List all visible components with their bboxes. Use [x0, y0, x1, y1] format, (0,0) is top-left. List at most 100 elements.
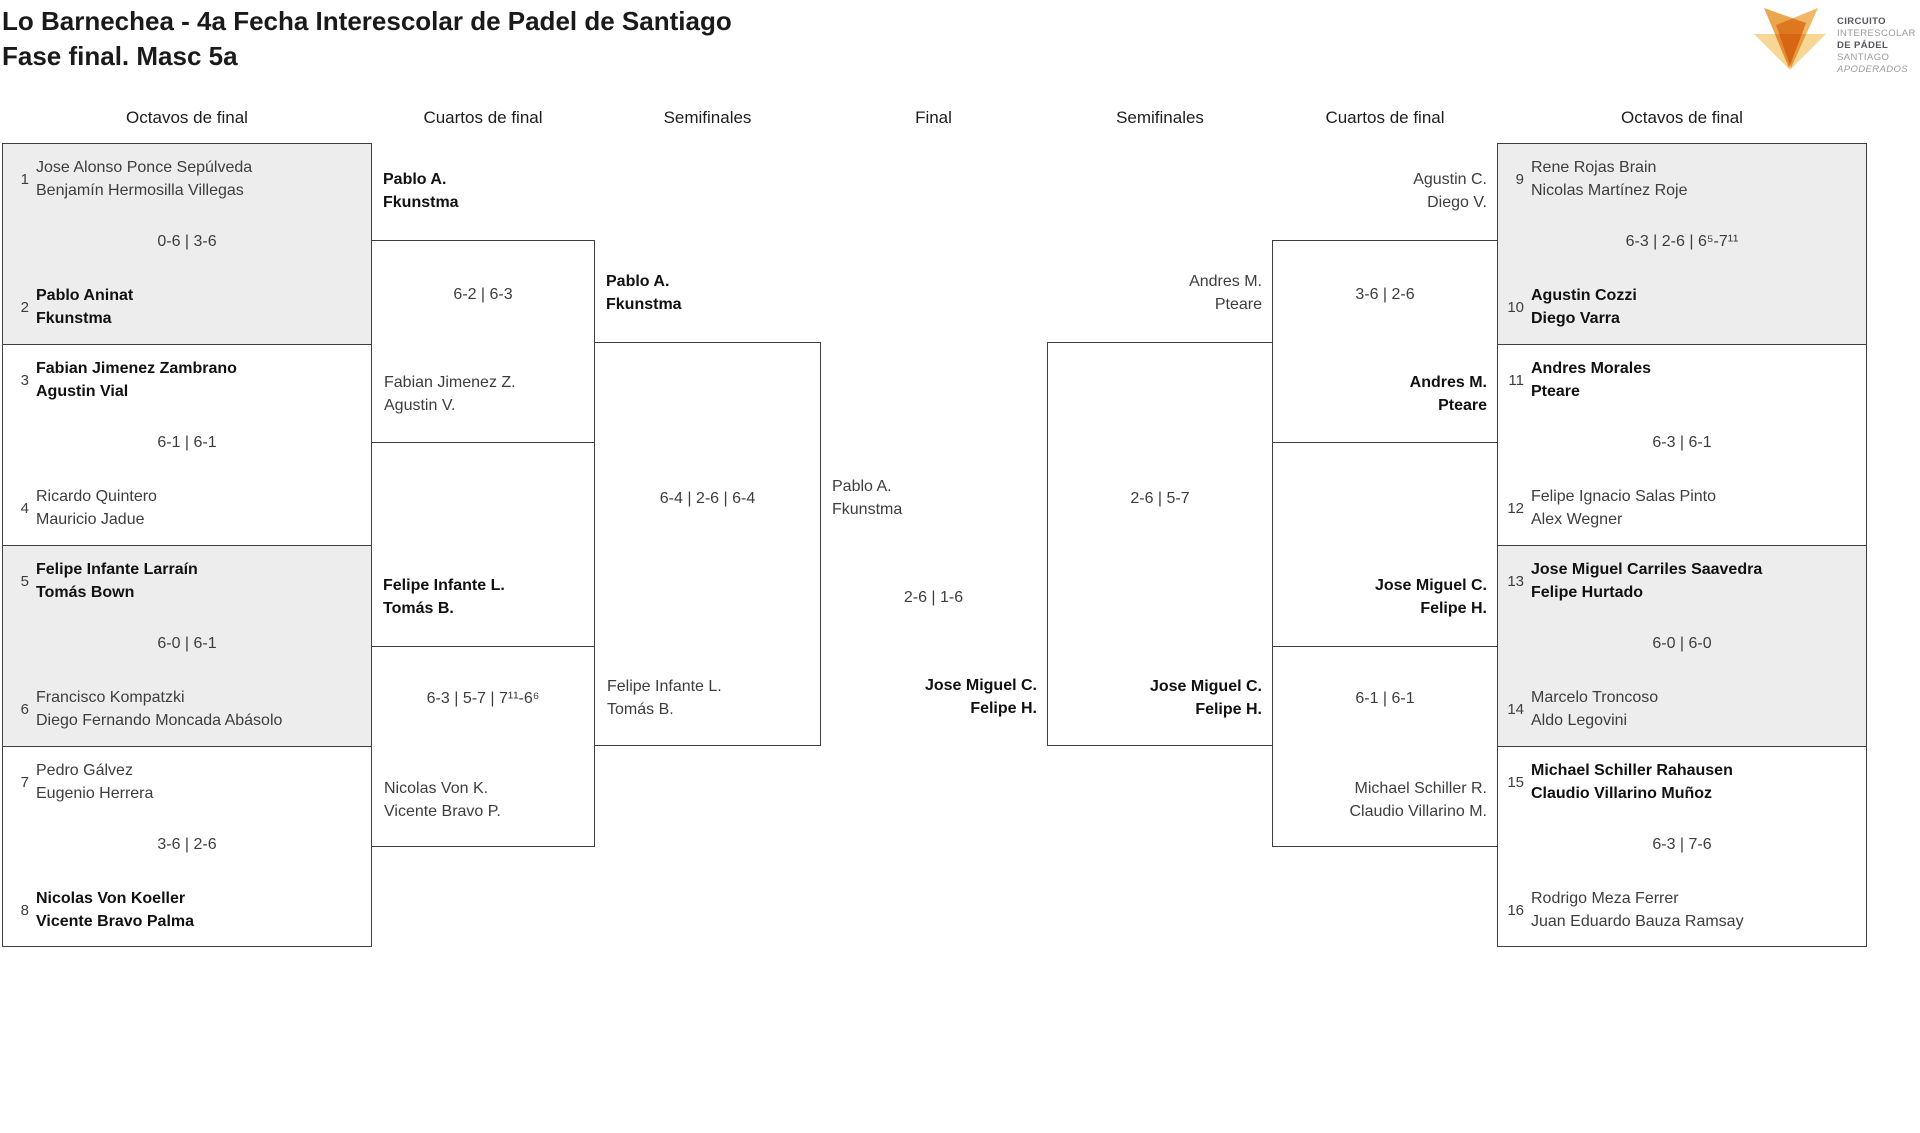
player-name: Vicente Bravo P. — [384, 803, 501, 820]
player-name: Felipe H. — [970, 700, 1037, 717]
team-entry: Andres M. Pteare — [1273, 371, 1497, 417]
player-name: Rene Rojas Brain — [1531, 159, 1657, 176]
advancing-team-label: Jose Miguel C. Felipe H. — [1272, 574, 1487, 620]
player-name: Andres M. — [1409, 374, 1487, 391]
player-name: Andres Morales — [1531, 360, 1652, 377]
player-name: Aldo Legovini — [1531, 712, 1628, 729]
advancing-team-label: Agustin C. Diego V. — [1272, 168, 1487, 214]
match-score: 3-6 | 2-6 — [157, 836, 217, 853]
player-name: Andres M. — [1189, 273, 1262, 290]
player-name: Jose Miguel Carriles Saavedra — [1531, 561, 1763, 578]
player-name: Felipe Infante L. — [607, 678, 722, 695]
player-name: Vicente Bravo Palma — [36, 913, 195, 930]
player-name: Alex Wegner — [1531, 511, 1623, 528]
seed-number: 11 — [1508, 371, 1524, 389]
final-score: 2-6 | 1-6 — [903, 589, 964, 606]
player-name: Felipe Infante L. — [383, 577, 505, 594]
player-name: Diego Fernando Moncada Abásolo — [36, 712, 283, 729]
player-name: Claudio Villarino Muñoz — [1531, 785, 1713, 802]
player-name: Felipe H. — [1420, 600, 1487, 617]
match-score: 0-6 | 3-6 — [157, 233, 217, 250]
seed-number: 2 — [20, 298, 29, 316]
match-score: 6-2 | 6-3 — [453, 286, 513, 303]
advancing-team-label: Andres M. Pteare — [1047, 270, 1262, 316]
round-header-right-cuartos: Cuartos de final — [1325, 108, 1445, 127]
logo-line-circuito: CIRCUITO — [1837, 16, 1886, 27]
team-entry: Fabian Jimenez Z. Agustin V. — [372, 371, 594, 417]
match-cuartos-left-1: 6-2 | 6-3 Fabian Jimenez Z. Agustin V. — [371, 240, 595, 443]
team-entry: Jose Miguel C. Felipe H. — [1048, 675, 1272, 721]
logo-line-de-padel: DE PÁDEL — [1837, 40, 1889, 51]
match-semifinal-left: 6-4 | 2-6 | 6-4 Felipe Infante L. Tomás … — [594, 342, 821, 746]
circuito-logo-icon — [1754, 8, 1826, 70]
round-header-right-octavos: Octavos de final — [1621, 108, 1743, 127]
finalist-team-label: Pablo A. Fkunstma — [832, 475, 902, 521]
player-name: Jose Miguel C. — [1374, 577, 1487, 594]
player-name: Mauricio Jadue — [36, 511, 145, 528]
player-name: Agustin Cozzi — [1531, 287, 1637, 304]
round-header-final: Final — [915, 108, 952, 127]
player-name: Felipe H. — [1195, 701, 1262, 718]
seed-number: 12 — [1507, 499, 1524, 517]
player-name: Tomás Bown — [36, 584, 135, 601]
seed-number: 3 — [20, 371, 29, 389]
match-semifinal-right: 2-6 | 5-7 Jose Miguel C. Felipe H. — [1047, 342, 1273, 746]
team-entry: Nicolas Von K. Vicente Bravo P. — [372, 777, 594, 823]
page-title-line1: Lo Barnechea - 4a Fecha Interescolar de … — [2, 6, 732, 36]
team-entry: Michael Schiller R. Claudio Villarino M. — [1273, 777, 1497, 823]
seed-number: 16 — [1507, 901, 1524, 919]
seed-number: 5 — [20, 572, 29, 590]
player-name: Tomás B. — [607, 701, 674, 718]
player-name: Diego V. — [1427, 194, 1487, 211]
seed-number: 8 — [20, 901, 29, 919]
player-name: Juan Eduardo Bauza Ramsay — [1531, 913, 1744, 930]
player-name: Jose Miguel C. — [924, 677, 1037, 694]
player-name: Fkunstma — [36, 310, 112, 327]
seed-number: 7 — [20, 773, 29, 791]
player-name: Michael Schiller R. — [1354, 780, 1487, 797]
match-cuartos-right-1: 3-6 | 2-6 Andres M. Pteare — [1272, 240, 1498, 443]
match-cuartos-left-2: 6-3 | 5-7 | 7¹¹-6⁶ Nicolas Von K. Vicent… — [371, 646, 595, 847]
round-header-left-octavos: Octavos de final — [126, 108, 248, 127]
player-name: Fkunstma — [606, 296, 682, 313]
match-score: 6-3 | 7-6 — [1652, 836, 1712, 853]
player-name: Agustin V. — [384, 397, 456, 414]
page-title: Lo Barnechea - 4a Fecha Interescolar de … — [2, 4, 732, 74]
seed-number: 4 — [20, 499, 29, 517]
champion-team-label: Jose Miguel C. Felipe H. — [820, 674, 1037, 720]
player-name: Michael Schiller Rahausen — [1531, 762, 1733, 779]
player-name: Fabian Jimenez Zambrano — [36, 360, 237, 377]
advancing-team-label: Pablo A. Fkunstma — [383, 168, 459, 214]
player-name: Diego Varra — [1531, 310, 1620, 327]
player-name: Marcelo Troncoso — [1531, 689, 1659, 706]
player-name: Pablo A. — [606, 273, 670, 290]
team-entry: Felipe Infante L. Tomás B. — [595, 675, 820, 721]
match-score: 6-0 | 6-1 — [157, 635, 217, 652]
player-name: Ricardo Quintero — [36, 488, 157, 505]
seed-number: 9 — [1515, 170, 1524, 188]
seed-number: 15 — [1507, 773, 1524, 791]
player-name: Benjamín Hermosilla Villegas — [36, 182, 244, 199]
player-name: Agustin C. — [1413, 171, 1487, 188]
player-name: Fabian Jimenez Z. — [384, 374, 516, 391]
player-name: Rodrigo Meza Ferrer — [1531, 890, 1679, 907]
player-name: Pteare — [1531, 383, 1580, 400]
logo-line-apoderados: APODERADOS — [1837, 64, 1909, 75]
player-name: Eugenio Herrera — [36, 785, 154, 802]
